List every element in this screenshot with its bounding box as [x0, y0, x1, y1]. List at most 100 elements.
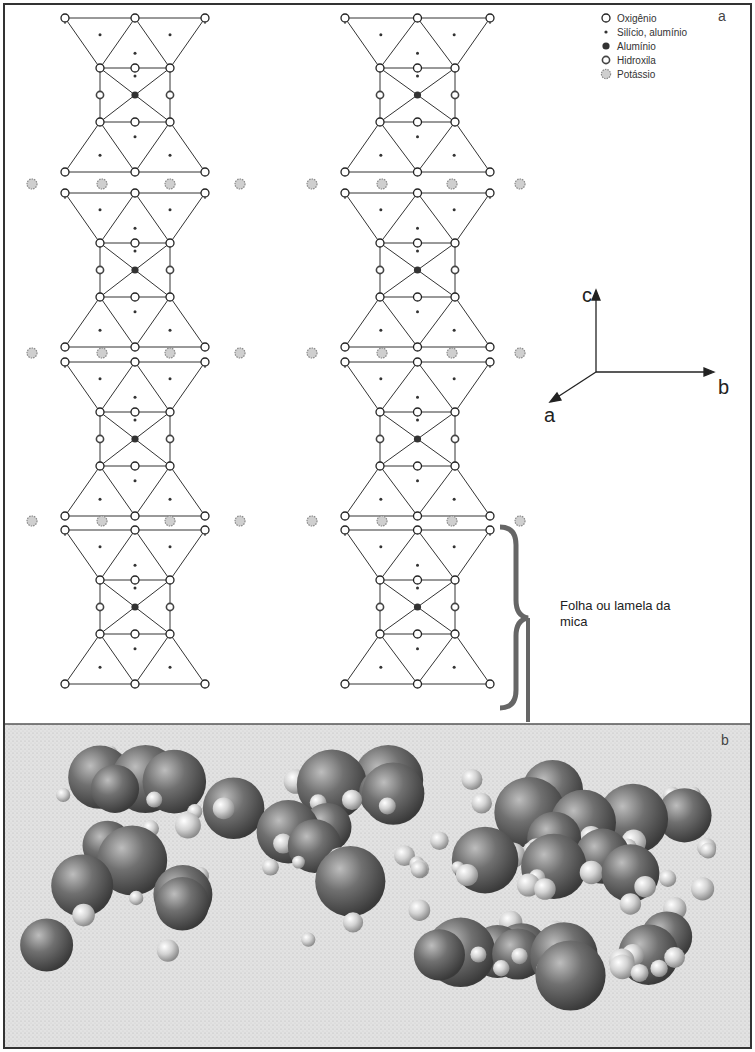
- oxygen-atom: [96, 118, 104, 126]
- bond-line: [418, 122, 456, 172]
- bond-line: [345, 634, 380, 684]
- oxygen-atom: [451, 293, 459, 301]
- potassium-atom: [377, 516, 387, 526]
- silicon-atom: [169, 208, 172, 211]
- potassium-atom: [27, 348, 37, 358]
- mica-sheet: [61, 358, 209, 520]
- silicon-atom: [169, 154, 172, 157]
- axis-c: [595, 296, 596, 372]
- bond-line: [380, 297, 418, 347]
- oxygen-atom: [341, 343, 349, 351]
- oxygen-sphere: [362, 762, 424, 824]
- cation-sphere: [493, 960, 509, 976]
- silicon-atom: [379, 666, 382, 669]
- cation-sphere: [292, 856, 305, 869]
- bond-line: [135, 297, 170, 347]
- oxygen-sphere: [156, 877, 210, 931]
- potassium-atom: [165, 179, 175, 189]
- oxygen-atom: [414, 118, 422, 126]
- oxygen-atom: [131, 64, 139, 72]
- legend-entry: Potássio: [600, 68, 655, 80]
- silicon-atom: [379, 33, 382, 36]
- potassium-atom: [307, 179, 317, 189]
- cation-sphere: [343, 912, 363, 932]
- silicon-atom: [453, 154, 456, 157]
- oxygen-atom: [96, 408, 104, 416]
- bond-line: [380, 580, 455, 634]
- oxygen-atom: [61, 343, 69, 351]
- mica-sheet: [341, 358, 494, 520]
- oxygen-sphere: [535, 940, 605, 1010]
- oxygen-atom: [486, 343, 494, 351]
- potassium-atom: [515, 516, 525, 526]
- potassium-atom: [235, 179, 245, 189]
- oxygen-atom: [451, 118, 459, 126]
- silicon-atom: [416, 227, 419, 230]
- oxygen-atom: [131, 168, 139, 176]
- oxygen-atom: [201, 526, 209, 534]
- bond-line: [380, 68, 455, 122]
- oxygen-atom: [376, 630, 384, 638]
- oxygen-sphere: [203, 778, 265, 840]
- legend-text: Alumínio: [617, 41, 656, 52]
- hydroxyl-group: [96, 435, 103, 442]
- mica-sheet: [61, 14, 209, 176]
- hydroxyl-group: [451, 266, 458, 273]
- hydroxyl-group: [376, 266, 383, 273]
- potassium-atom: [165, 348, 175, 358]
- sheet-structures: [61, 14, 494, 688]
- bond-line: [455, 530, 490, 580]
- bond-line: [345, 122, 380, 172]
- cation-sphere: [620, 893, 641, 914]
- oxygen-atom: [414, 680, 422, 688]
- oxygen-atom: [414, 576, 422, 584]
- silicon-atom: [99, 498, 102, 501]
- legend-sample: [600, 68, 612, 80]
- oxygen-atom: [61, 189, 69, 197]
- silicon-atom: [416, 396, 419, 399]
- bond-line: [100, 243, 170, 297]
- oxygen-atom: [131, 630, 139, 638]
- axis-label: a: [544, 404, 555, 427]
- bond-line: [65, 18, 100, 68]
- cation-sphere: [534, 878, 556, 900]
- panel-letter: b: [721, 732, 729, 748]
- cation-sphere: [659, 870, 676, 887]
- bond-line: [418, 634, 456, 684]
- bond-line: [135, 193, 170, 243]
- oxygen-atom: [131, 680, 139, 688]
- oxygen-atom: [451, 64, 459, 72]
- silicon-atom: [416, 479, 419, 482]
- hydroxyl-group: [166, 435, 173, 442]
- cation-sphere: [379, 797, 396, 814]
- silicon-atom: [453, 498, 456, 501]
- frame: [4, 4, 751, 1048]
- cation-sphere: [664, 947, 685, 968]
- bond-line: [100, 68, 170, 122]
- legend-symbol: [602, 42, 609, 49]
- bond-line: [170, 634, 205, 684]
- oxygen-atom: [414, 189, 422, 197]
- silicon-atom: [453, 545, 456, 548]
- silicon-atom: [134, 564, 137, 567]
- legend-text: Silício, alumínio: [617, 27, 687, 38]
- cation-sphere: [634, 876, 656, 898]
- oxygen-atom: [131, 512, 139, 520]
- bond-line: [455, 466, 490, 516]
- mica-sheet: [61, 526, 209, 688]
- bond-line: [65, 297, 100, 347]
- silicon-atom: [379, 545, 382, 548]
- cation-sphere: [72, 904, 95, 927]
- oxygen-atom: [201, 168, 209, 176]
- panel-b-ground: [5, 724, 750, 1047]
- bond-line: [100, 530, 135, 580]
- oxygen-atom: [486, 512, 494, 520]
- silicon-atom: [134, 135, 137, 138]
- oxygen-atom: [341, 14, 349, 22]
- potassium-atom: [515, 179, 525, 189]
- potassium-atom: [377, 179, 387, 189]
- silicon-atom: [134, 419, 137, 422]
- potassium-atom: [235, 348, 245, 358]
- oxygen-atom: [201, 343, 209, 351]
- silicon-atom: [416, 587, 419, 590]
